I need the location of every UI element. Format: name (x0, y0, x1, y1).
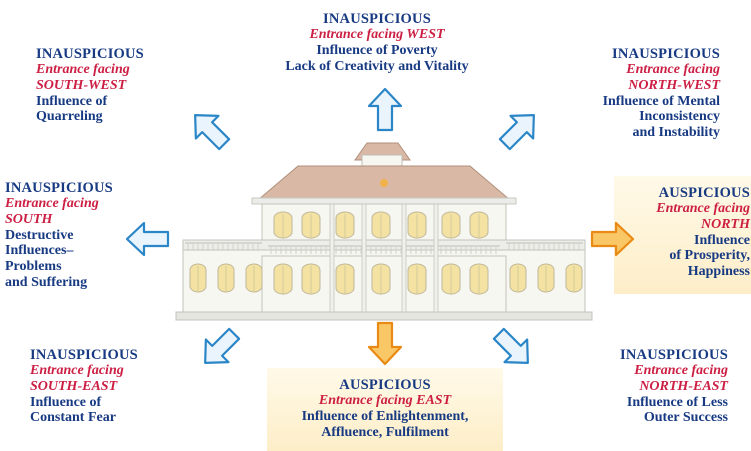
status-label: INAUSPICIOUS (620, 347, 728, 363)
influence-line: Happiness (687, 263, 750, 279)
influence-line: Influence (694, 232, 750, 248)
entrance-direction: SOUTH (5, 211, 53, 227)
southwest-arrow-icon (194, 114, 231, 151)
influence-line: Destructive (5, 227, 74, 243)
entrance-direction: NORTH-EAST (639, 378, 728, 394)
influence-line: Constant Fear (30, 410, 116, 426)
south-arrow-icon (125, 221, 170, 257)
status-label: AUSPICIOUS (339, 377, 431, 393)
entrance-label: Entrance facing (5, 196, 99, 212)
entrance-label: Entrance facing (30, 363, 124, 379)
influence-line: and Instability (632, 124, 720, 140)
entrance-label: Entrance facing (626, 62, 720, 78)
status-label: INAUSPICIOUS (36, 46, 144, 62)
card-east: AUSPICIOUS Entrance facing EAST Influenc… (267, 377, 503, 440)
entrance-label: Entrance facing EAST (318, 393, 452, 409)
influence-line: Outer Success (643, 410, 728, 426)
east-highlight-background (267, 368, 503, 451)
status-label: AUSPICIOUS (658, 185, 750, 201)
north-highlight-background (614, 176, 751, 294)
status-label: INAUSPICIOUS (5, 180, 113, 196)
wing-cornice (182, 239, 586, 251)
entrance-direction: SOUTH-EAST (30, 378, 118, 394)
card-north-east: INAUSPICIOUS Entrance facing NORTH-EAST … (578, 347, 728, 426)
entrance-label: Entrance facing (634, 363, 728, 379)
card-south-west: INAUSPICIOUS Entrance facing SOUTH-WEST … (36, 46, 196, 125)
status-label: INAUSPICIOUS (612, 46, 720, 62)
card-south: INAUSPICIOUS Entrance facing SOUTH Destr… (5, 180, 155, 290)
influence-line: Inconsistency (639, 109, 720, 125)
entrance-label: Entrance facing (36, 62, 130, 78)
column (361, 203, 367, 313)
influence-line: Influences– (5, 243, 74, 259)
entrance-direction: SOUTH-WEST (36, 77, 127, 93)
influence-line: Influence of (36, 93, 108, 109)
influence-line: Quarreling (36, 109, 103, 125)
northeast-arrow-icon (492, 327, 529, 364)
entrance-direction: NORTH (701, 216, 750, 232)
influence-line: Influence of (30, 394, 102, 410)
influence-line: of Prosperity, (669, 248, 750, 264)
influence-line: Affluence, Fulfilment (321, 424, 449, 440)
entrance-label: Entrance facing WEST (309, 27, 445, 43)
southeast-arrow-icon (204, 327, 241, 364)
column (329, 203, 335, 313)
west-arrow-icon (367, 87, 403, 132)
east-arrow-icon (367, 321, 403, 366)
entrance-direction: NORTH-WEST (628, 77, 720, 93)
northwest-arrow-icon (498, 114, 535, 151)
influence-line: Influence of Less (626, 394, 728, 410)
status-label: INAUSPICIOUS (30, 347, 138, 363)
card-north: AUSPICIOUS Entrance facing NORTH Influen… (620, 185, 750, 280)
card-west: INAUSPICIOUS Entrance facing WEST Influe… (262, 11, 492, 74)
column (401, 203, 407, 313)
card-south-east: INAUSPICIOUS Entrance facing SOUTH-EAST … (30, 347, 190, 426)
foundation (175, 311, 593, 321)
status-label: INAUSPICIOUS (323, 11, 431, 27)
roof-ornament (380, 179, 388, 187)
north-arrow-icon (590, 221, 635, 257)
influence-line: Influence of Poverty (316, 42, 438, 58)
influence-line: Influence of Mental (602, 93, 720, 109)
influence-line: Influence of Enlightenment, (301, 408, 469, 424)
card-north-west: INAUSPICIOUS Entrance facing NORTH-WEST … (565, 46, 720, 141)
column (433, 203, 439, 313)
influence-line: and Suffering (5, 274, 88, 290)
influence-line: Problems (5, 258, 62, 274)
influence-line: Lack of Creativity and Vitality (285, 58, 469, 74)
entrance-label: Entrance facing (656, 201, 750, 217)
